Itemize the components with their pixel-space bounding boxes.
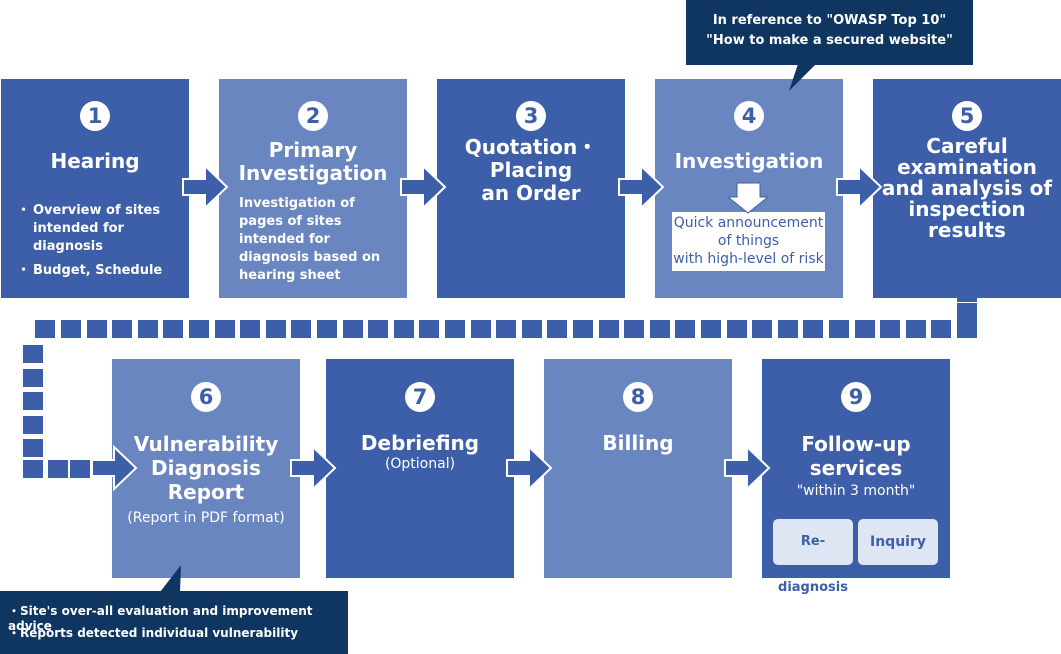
dot-square	[35, 320, 55, 338]
step-2-primary-investigation: 2 Primary Investigation Investigation of…	[219, 79, 407, 298]
step-number: 7	[405, 382, 435, 412]
report-callout: ・Site's over-all evaluation and improvem…	[0, 591, 348, 654]
step-number: 4	[734, 101, 764, 131]
dot-square	[547, 320, 567, 338]
dot-square	[752, 320, 772, 338]
step-number: 5	[952, 101, 982, 131]
dot-square	[931, 320, 951, 338]
dot-square	[48, 460, 68, 478]
dot-square	[445, 320, 465, 338]
dot-square	[957, 303, 977, 321]
dot-square	[471, 320, 491, 338]
owasp-callout-line2: "How to make a secured website"	[706, 33, 953, 48]
re-diagnosis-button[interactable]: Re-diagnosis	[773, 519, 853, 595]
step-number: 3	[516, 101, 546, 131]
dot-square	[496, 320, 516, 338]
dot-square	[163, 320, 183, 338]
dot-square	[880, 320, 900, 338]
step-6-report: 6 Vulnerability Diagnosis Report (Report…	[112, 359, 300, 578]
dot-square	[650, 320, 670, 338]
dot-square	[599, 320, 619, 338]
dot-square	[317, 320, 337, 338]
quick-announcement-note: Quick announcement of things with high-l…	[672, 212, 825, 271]
bullet-item: Budget, Schedule	[17, 262, 181, 280]
step-subtitle: (Optional)	[384, 456, 456, 472]
step-title: Careful examination and analysis of insp…	[881, 134, 1053, 242]
report-callout-line1: ・Site's over-all evaluation and improvem…	[8, 604, 313, 633]
step-title: Vulnerability Diagnosis Report	[133, 432, 279, 504]
dot-square	[394, 320, 414, 338]
dot-square	[675, 320, 695, 338]
dot-square	[23, 416, 43, 434]
dot-square	[624, 320, 644, 338]
step-number: 2	[298, 101, 328, 131]
step-title: Quotation・ Placing an Order	[464, 135, 598, 205]
step-number: 6	[191, 382, 221, 412]
dot-square	[701, 320, 721, 338]
owasp-callout-line1: In reference to "OWASP Top 10"	[712, 13, 947, 28]
dot-square	[855, 320, 875, 338]
step-2-description: Investigation of pages of sites intended…	[239, 196, 381, 283]
dot-square	[112, 320, 132, 338]
dot-square	[23, 460, 43, 478]
step-title: Hearing	[50, 149, 140, 173]
dot-square	[23, 345, 43, 363]
dot-square	[87, 320, 107, 338]
dot-square	[419, 320, 439, 338]
step-title: Billing	[602, 431, 674, 455]
dot-square	[215, 320, 235, 338]
step-title: Follow-up services	[801, 432, 911, 480]
dot-square	[138, 320, 158, 338]
dot-square	[61, 320, 81, 338]
dot-square	[829, 320, 849, 338]
step-8-billing: 8 Billing	[544, 359, 732, 578]
step-1-bullets: Overview of sites intended for diagnosis…	[17, 202, 181, 286]
dot-square	[240, 320, 260, 338]
dot-square	[343, 320, 363, 338]
dot-square	[522, 320, 542, 338]
dot-square	[573, 320, 593, 338]
step-3-quotation: 3 Quotation・ Placing an Order	[437, 79, 625, 298]
dot-square	[368, 320, 388, 338]
inquiry-button[interactable]: Inquiry	[858, 519, 938, 565]
dot-square	[957, 320, 977, 338]
dot-square	[727, 320, 747, 338]
dot-square	[23, 369, 43, 387]
dot-square	[906, 320, 926, 338]
dot-square	[291, 320, 311, 338]
step-number: 1	[80, 101, 110, 131]
dot-square	[803, 320, 823, 338]
dot-square	[266, 320, 286, 338]
step-number: 9	[841, 382, 871, 412]
step-title: Debriefing	[360, 431, 480, 455]
step-title: Primary Investigation	[238, 138, 388, 185]
step-title: Investigation	[674, 149, 824, 173]
bullet-item: Overview of sites intended for diagnosis	[17, 202, 181, 256]
step-number: 8	[623, 382, 653, 412]
report-callout-line2: ・Reports detected individual vulnerabili…	[8, 626, 299, 640]
dot-square	[189, 320, 209, 338]
owasp-callout: In reference to "OWASP Top 10" "How to m…	[686, 0, 973, 65]
step-subtitle: "within 3 month"	[796, 483, 916, 499]
step-7-debriefing: 7 Debriefing (Optional)	[326, 359, 514, 578]
step-9-follow-up: 9 Follow-up services "within 3 month" Re…	[762, 359, 950, 595]
dot-square	[23, 439, 43, 457]
dot-square	[70, 460, 90, 478]
step-subtitle: (Report in PDF format)	[127, 510, 285, 526]
step-1-hearing: 1 Hearing Overview of sites intended for…	[1, 79, 189, 298]
dot-square	[23, 392, 43, 410]
step-5-careful-examination: 5 Careful examination and analysis of in…	[873, 79, 1061, 298]
step-4-investigation: 4 Investigation Quick announcement of th…	[655, 79, 843, 298]
dot-square	[778, 320, 798, 338]
